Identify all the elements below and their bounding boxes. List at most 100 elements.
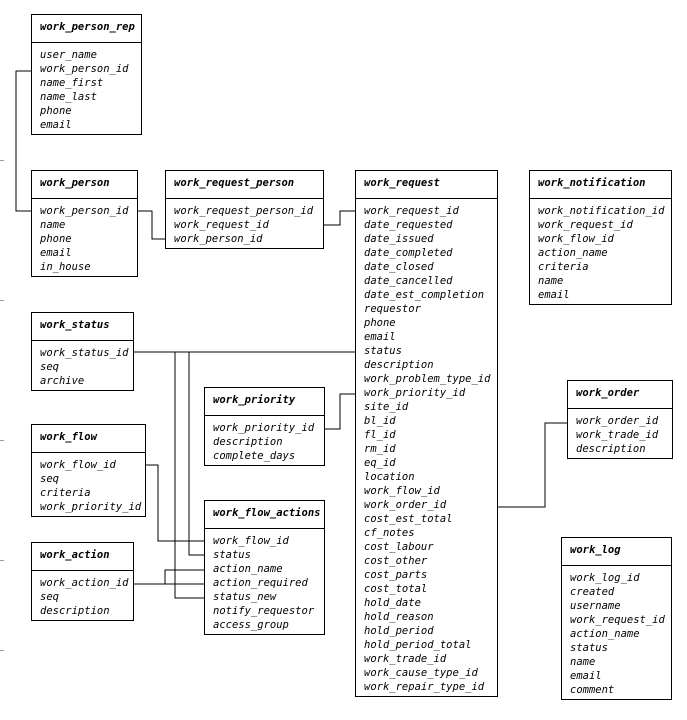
field-work-repair-type-id: work_repair_type_id [364,681,485,693]
field-seq: seq [40,361,59,373]
field-criteria: criteria [40,487,91,499]
field-action-name: action_name [213,563,283,575]
field-cost-labour: cost_labour [364,541,434,553]
field-status: status [570,642,608,654]
field-description: description [213,436,283,448]
field-email: email [570,670,602,682]
field-criteria: criteria [538,261,589,273]
field-phone: phone [364,317,396,329]
field-archive: archive [40,375,85,387]
margin-tick [0,560,4,561]
entity-title: work_order [568,381,672,409]
relationship-line [146,464,204,542]
field-requestor: requestor [364,303,421,315]
field-work-log-id: work_log_id [570,572,640,584]
field-work-flow-id: work_flow_id [213,535,289,547]
field-date-requested: date_requested [364,219,453,231]
field-name: name [40,219,66,231]
field-status: status [364,345,402,357]
field-description: description [364,359,434,371]
field-email: email [40,247,72,259]
relationship-line [188,352,204,556]
field-hold-period: hold_period [364,625,434,637]
entity-title: work_person_rep [32,15,141,43]
entity-title: work_flow [32,425,145,453]
field-work-cause-type-id: work_cause_type_id [364,667,478,679]
field-cost-other: cost_other [364,555,428,567]
field-cost-total: cost_total [364,583,428,595]
field-email: email [538,289,570,301]
field-work-order-id: work_order_id [576,415,659,427]
field-user-name: user_name [40,49,97,61]
field-work-flow-id: work_flow_id [40,459,116,471]
field-name: name [538,275,564,287]
field-work-order-id: work_order_id [364,499,447,511]
field-description: description [576,443,646,455]
field-date-issued: date_issued [364,233,434,245]
field-description: description [40,605,110,617]
field-work-action-id: work_action_id [40,577,129,589]
field-name-first: name_first [40,77,104,89]
field-phone: phone [40,233,72,245]
field-date-cancelled: date_cancelled [364,275,453,287]
field-location: location [364,471,415,483]
field-site-id: site_id [364,401,409,413]
field-cf-notes: cf_notes [364,527,415,539]
field-action-required: action_required [213,577,308,589]
relationship-line [138,210,165,240]
field-rm-id: rm_id [364,443,396,455]
field-hold-date: hold_date [364,597,421,609]
relationship-line [498,422,567,508]
entity-title: work_log [562,538,671,566]
field-name: name [570,656,596,668]
field-fl-id: fl_id [364,429,396,441]
field-work-request-person-id: work_request_person_id [174,205,314,217]
field-work-priority-id: work_priority_id [213,422,315,434]
field-in-house: in_house [40,261,91,273]
field-notify-requestor: notify_requestor [213,605,315,617]
field-seq: seq [40,473,59,485]
margin-tick [0,300,4,301]
relationship-line [325,393,355,430]
field-work-priority-id: work_priority_id [40,501,142,513]
entity-work-request-person[interactable]: work_request_person work_request_person_i… [165,170,324,249]
field-status: status [213,549,251,561]
field-work-flow-id: work_flow_id [538,233,614,245]
field-work-trade-id: work_trade_id [364,653,447,665]
entity-title: work_status [32,313,133,341]
field-name-last: name_last [40,91,97,103]
field-status-new: status_new [213,591,277,603]
entity-title: work_request_person [166,171,323,199]
field-hold-reason: hold_reason [364,611,434,623]
field-cost-est-total: cost_est_total [364,513,453,525]
field-date-completed: date_completed [364,247,453,259]
field-access-group: access_group [213,619,289,631]
entity-title: work_request [356,171,497,199]
field-work-request-id: work_request_id [538,219,633,231]
margin-tick [0,650,4,651]
field-date-closed: date_closed [364,261,434,273]
field-eq-id: eq_id [364,457,396,469]
field-email: email [40,119,72,131]
margin-tick [0,440,4,441]
